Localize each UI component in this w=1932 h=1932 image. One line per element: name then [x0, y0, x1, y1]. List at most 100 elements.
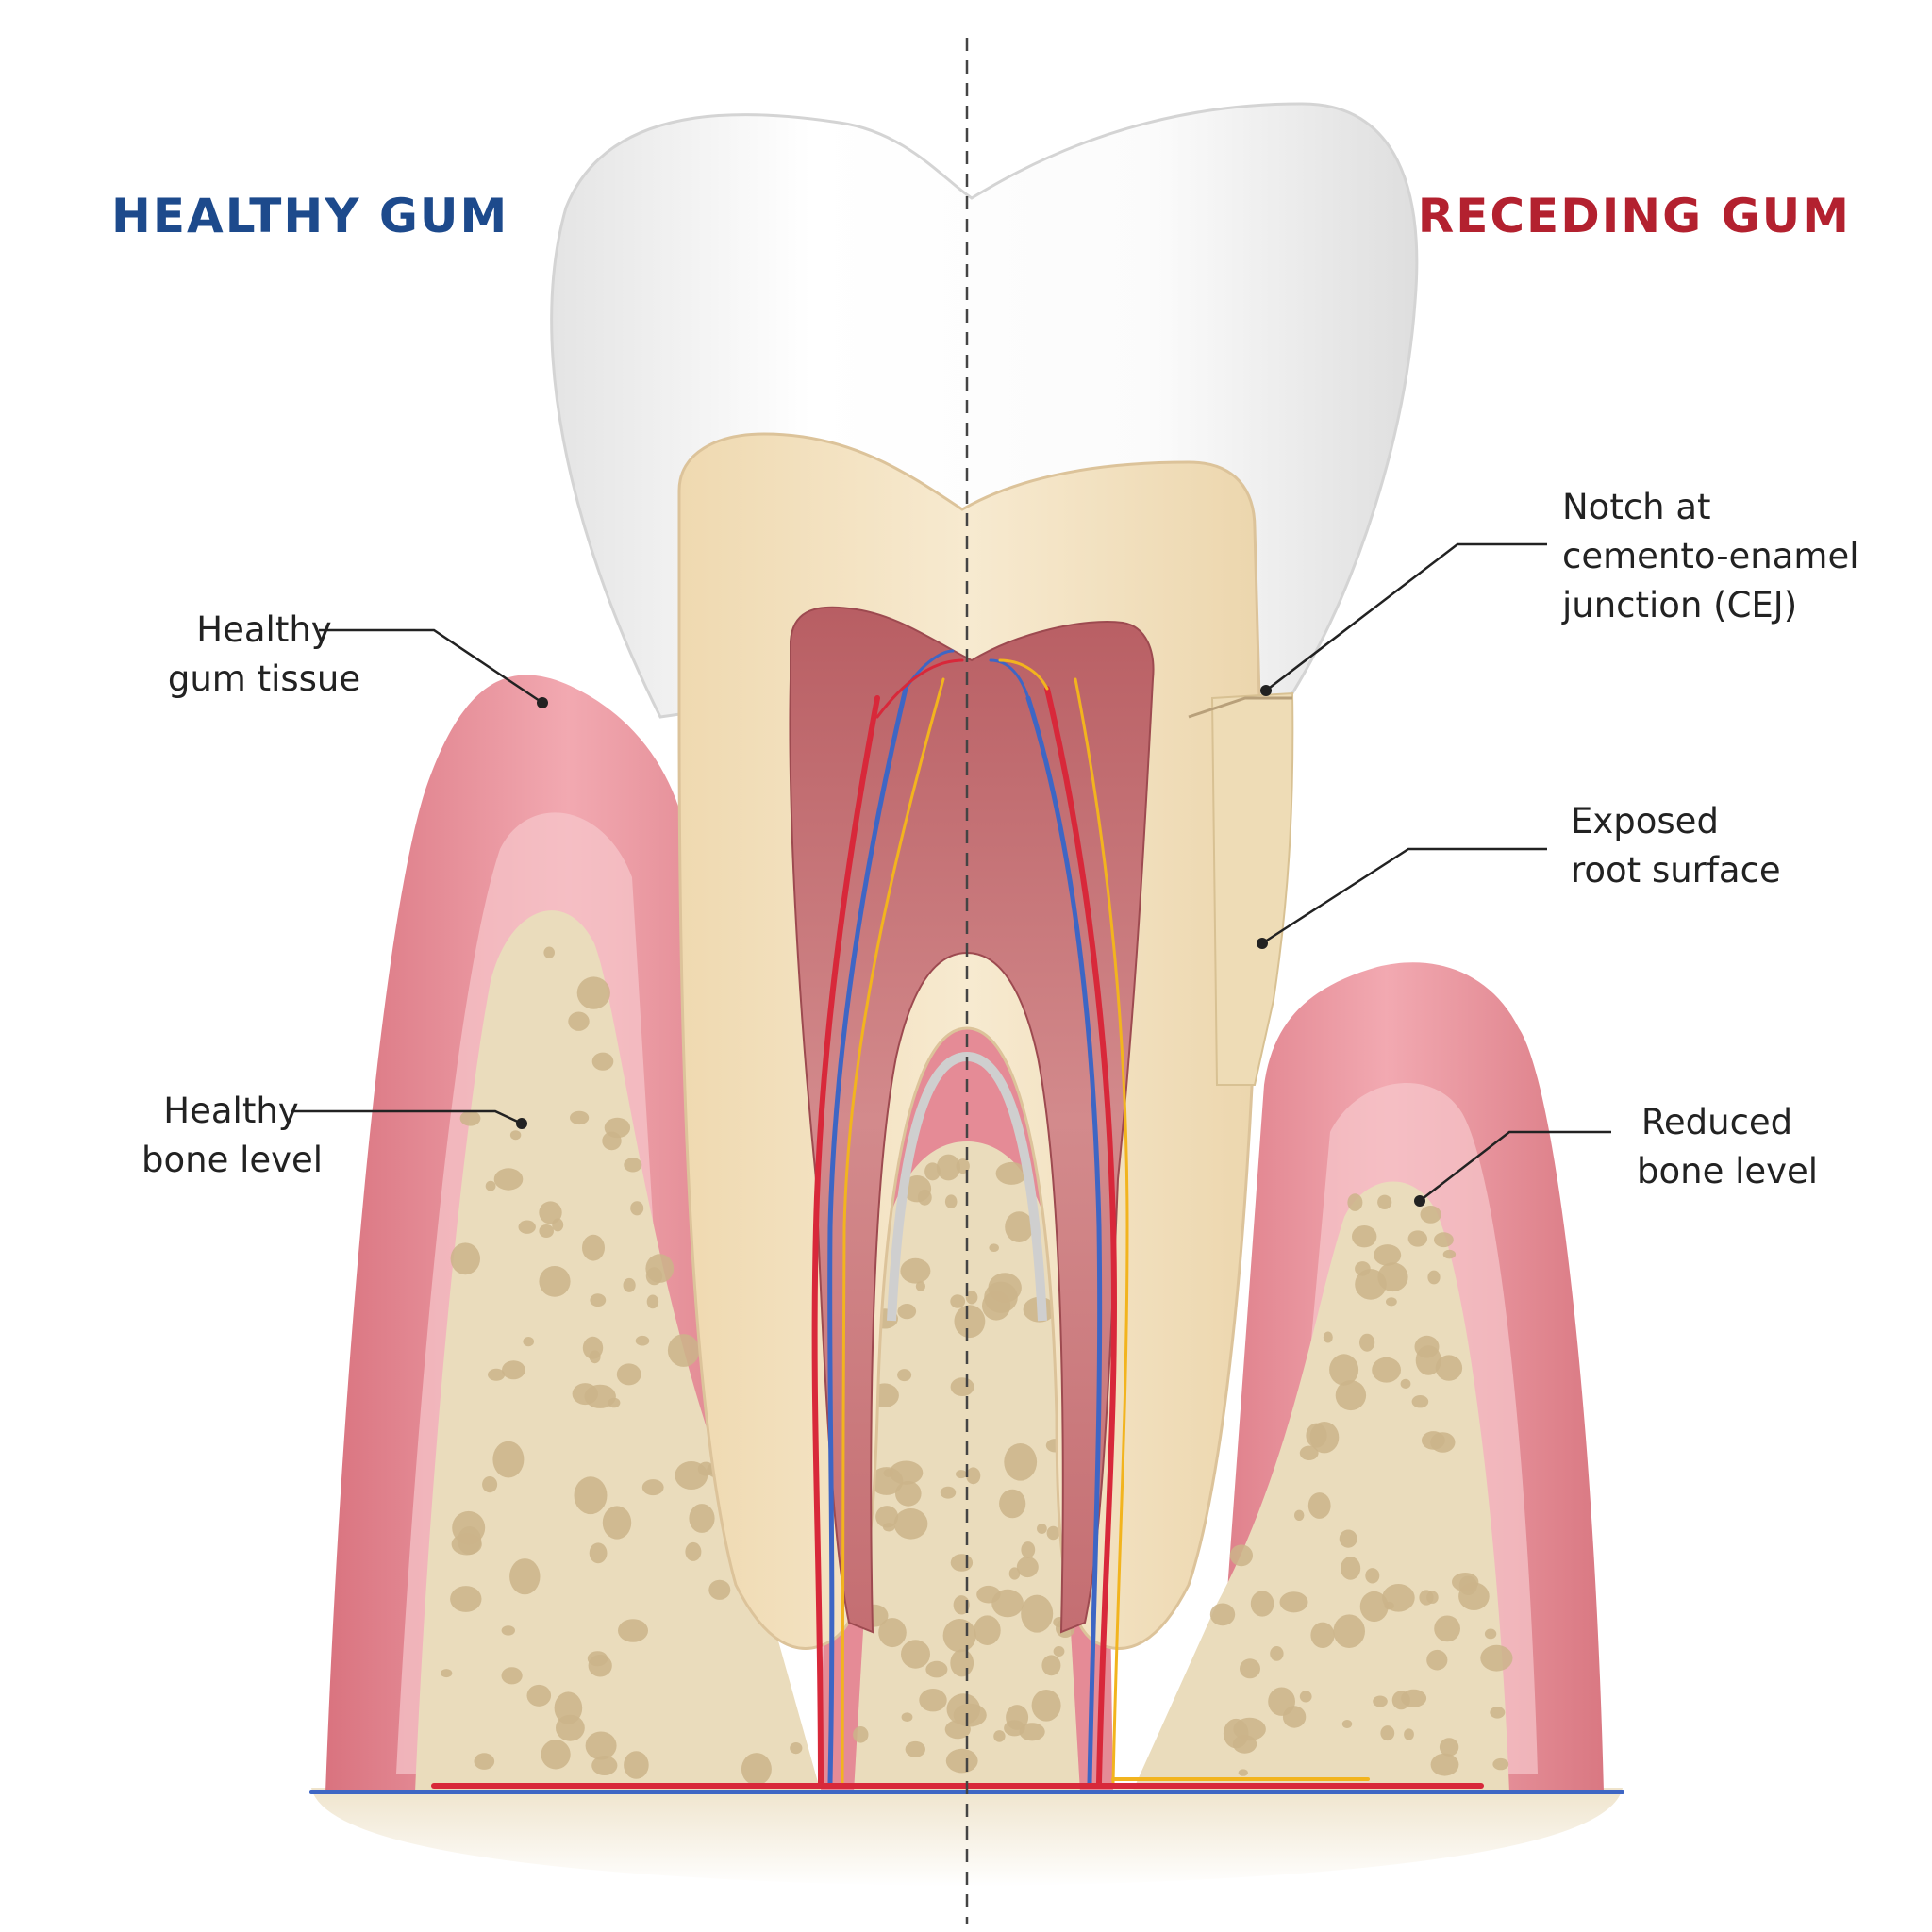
bone-pore [624, 1158, 642, 1173]
bone-pore [1282, 1706, 1307, 1728]
leader-healthy-bone [292, 1109, 523, 1125]
bone-pore [1229, 1544, 1253, 1567]
bone-pore [523, 1337, 534, 1347]
bone-pore [1434, 1615, 1460, 1642]
bone-pore [1005, 1211, 1034, 1242]
leader-root [1261, 847, 1547, 945]
bone-pore [485, 1180, 496, 1191]
bone-pore [1016, 1557, 1039, 1578]
bone-pore [1333, 1614, 1365, 1648]
branch-3 [989, 658, 1030, 700]
bone-pore [940, 1486, 957, 1499]
bone-pore [591, 1756, 618, 1775]
bone-pore [895, 1480, 922, 1507]
bone-pore [1359, 1333, 1375, 1352]
bone-pore [509, 1558, 541, 1595]
bone-pore [950, 1294, 966, 1308]
bone-pore [1404, 1728, 1414, 1740]
bone-pore [950, 1649, 974, 1677]
bone-pore [1046, 1525, 1060, 1541]
bone-pore [450, 1242, 480, 1275]
bone-pore [1365, 1568, 1380, 1584]
bone-pore [526, 1684, 552, 1707]
artery-right [1044, 686, 1117, 1786]
receding-gum-title: RECEDING GUM [1417, 189, 1851, 243]
bone-pore [925, 1660, 948, 1678]
bone-pore [1250, 1591, 1274, 1617]
bone-pore [1306, 1423, 1327, 1448]
bone-pore [584, 1384, 616, 1408]
bone-pore [1391, 1690, 1410, 1710]
bone-pore [1323, 1331, 1333, 1343]
bone-pore [645, 1254, 675, 1283]
bone-pore [1238, 1769, 1249, 1776]
bone-pore [1037, 1524, 1047, 1534]
bone-pore [585, 1731, 617, 1760]
bone-pore [919, 1689, 947, 1712]
bone-pore [1004, 1720, 1025, 1737]
bone-pore [1021, 1594, 1054, 1633]
leader-dot-healthy-gum [537, 697, 548, 708]
bone-pore [995, 1161, 1027, 1185]
label-exposed-root: Exposed root surface [1571, 801, 1781, 891]
bone-pore [630, 1201, 644, 1216]
bone-pore [1294, 1509, 1305, 1522]
bone-pore [897, 1369, 912, 1382]
reduced-bone [1132, 1181, 1509, 1792]
bone-pore [1223, 1718, 1249, 1749]
vein-left [827, 686, 908, 1786]
bone-pore [1347, 1193, 1363, 1211]
bone-pore [953, 1595, 970, 1615]
bone-pore [474, 1753, 495, 1770]
bone-pore [582, 1336, 604, 1359]
exposed-root-surface [1210, 691, 1294, 1086]
bone-pore [905, 1740, 925, 1757]
bone-pore [1400, 1378, 1411, 1389]
bone-pore [1209, 1603, 1236, 1626]
bone-pore [1420, 1206, 1441, 1224]
bone-pore [1372, 1357, 1401, 1383]
bone-pore [1386, 1297, 1397, 1307]
bone-pore [1359, 1591, 1389, 1623]
bone-pore [974, 1615, 1001, 1645]
bone-pore [492, 1441, 525, 1478]
bone-pore [882, 1523, 895, 1532]
bone-pore [989, 1243, 999, 1252]
bone-pore [946, 1693, 981, 1725]
bone-pore [708, 1579, 731, 1600]
bone-pore [1430, 1753, 1459, 1776]
healthy-gum-title: HEALTHY GUM [111, 189, 509, 243]
bone-pore [1415, 1345, 1441, 1375]
bone-pore [539, 1201, 562, 1224]
label-healthy-bone-level: Healthy bone level [142, 1091, 324, 1180]
bone-pore [450, 1586, 482, 1612]
cej-notch [1188, 696, 1292, 719]
bone-pore [900, 1257, 931, 1284]
bone-pore [1430, 1432, 1456, 1453]
bone-pore [950, 1377, 974, 1396]
bone-pore [1434, 1232, 1454, 1248]
bone-pore [488, 1368, 506, 1381]
vein-right [1025, 695, 1103, 1786]
label-reduced-bone-level: Reduced bone level [1637, 1102, 1819, 1191]
bone-pore [1427, 1270, 1441, 1285]
bone-pore [616, 1363, 641, 1386]
bone-pore [602, 1131, 622, 1151]
bone-pore [501, 1625, 515, 1636]
bone-pore [1019, 1723, 1045, 1741]
bone-pore [624, 1751, 649, 1779]
bone-pore [539, 1266, 571, 1297]
bone-pore [570, 1110, 590, 1125]
bone-pores [441, 946, 1513, 1786]
bone-pore [944, 1720, 971, 1740]
bone-pore [635, 1335, 650, 1346]
bone-pore [1442, 1249, 1457, 1259]
bone-pore [1299, 1690, 1312, 1703]
bone-pore [587, 1651, 608, 1667]
bone-pore [965, 1291, 978, 1305]
bone-pore [502, 1360, 525, 1380]
bone-pore [976, 1585, 1001, 1604]
bone-pore [875, 1506, 899, 1528]
bone-pore [1426, 1649, 1448, 1671]
